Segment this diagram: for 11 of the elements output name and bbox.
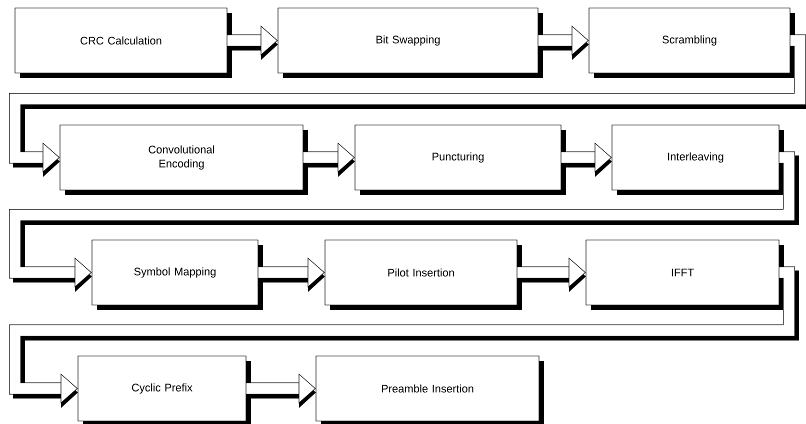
process-box: Pilot Insertion [324, 240, 522, 310]
process-box: Puncturing [354, 124, 566, 195]
process-box: Interleaving [612, 124, 784, 195]
process-box: Scrambling [588, 8, 795, 78]
process-box: Convolutional Encoding [60, 124, 308, 195]
process-box: Bit Swapping [278, 8, 543, 78]
process-box: Preamble Insertion [316, 356, 544, 424]
process-box: Symbol Mapping [92, 240, 263, 310]
process-box: Cyclic Prefix [78, 356, 251, 424]
process-box: CRC Calculation [14, 8, 232, 78]
process-box: IFFT [586, 240, 784, 310]
